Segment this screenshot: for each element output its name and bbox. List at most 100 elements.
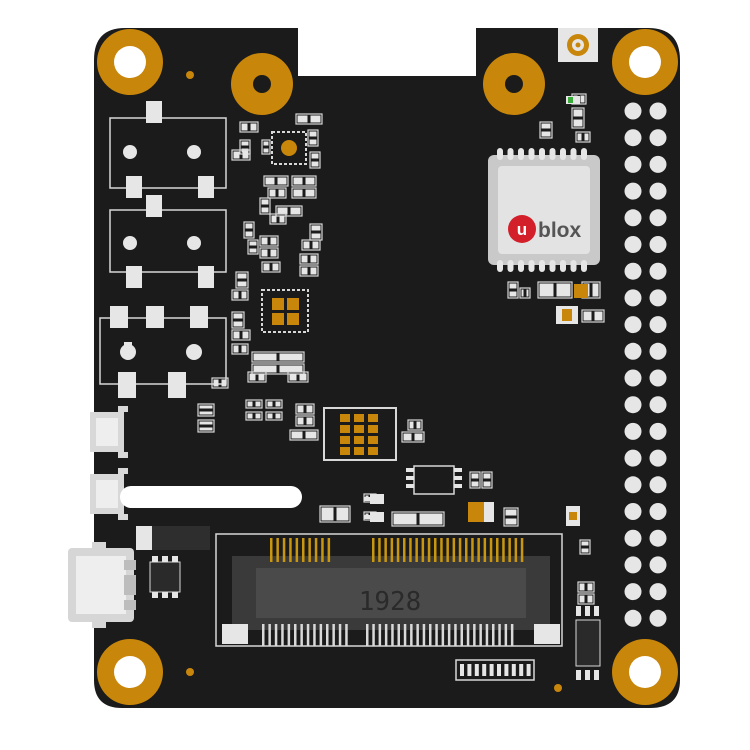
m2-pin-bottom — [466, 624, 470, 646]
module-pad — [549, 148, 556, 160]
connector-marking: 1928 — [359, 587, 422, 617]
fiducial-bottom-right — [554, 684, 562, 692]
passive-component — [267, 187, 287, 199]
m2-pin-bottom — [262, 624, 265, 646]
passive-component — [581, 309, 605, 323]
gpio-pin — [624, 262, 642, 280]
passive-component — [537, 281, 573, 299]
passive-component — [259, 235, 279, 247]
bga-ball — [354, 436, 364, 444]
bga-ball — [340, 425, 350, 433]
gpio-pin — [624, 449, 642, 467]
m2-pin-bottom — [391, 624, 394, 646]
m2-pin-top — [434, 538, 437, 562]
sot-transistor — [364, 494, 384, 504]
passive-component — [235, 271, 249, 289]
gpio-pin — [649, 209, 667, 227]
m2-pin-top — [471, 538, 474, 562]
m2-pin-top — [314, 538, 318, 562]
passive-component — [291, 187, 317, 199]
gpio-pin — [624, 396, 642, 414]
m2-pin-top — [496, 538, 499, 562]
passive-component — [319, 505, 351, 523]
module-pad — [539, 148, 545, 160]
passive-component — [243, 221, 255, 239]
m2-pin-top — [427, 538, 431, 562]
m2-pin-top — [452, 538, 456, 562]
schottky-diode — [136, 526, 210, 550]
m2-pin-top — [446, 538, 449, 562]
gpio-pin — [624, 556, 642, 574]
m2-pin-top — [308, 538, 311, 562]
passive-component — [231, 149, 251, 161]
m2-pin-bottom — [319, 624, 323, 646]
gpio-pin — [649, 129, 667, 147]
passive-component — [261, 139, 271, 155]
module-pad — [560, 260, 566, 272]
m2-pin-bottom — [345, 624, 348, 646]
m2-pin-top — [276, 538, 279, 562]
board-slot — [120, 486, 302, 508]
gpio-pin — [624, 209, 642, 227]
gpio-pin — [649, 503, 667, 520]
gpio-pin — [649, 316, 667, 334]
passive-component — [503, 507, 519, 527]
passive-component — [231, 343, 249, 355]
side-switch-upper — [90, 406, 128, 458]
gpio-pin — [624, 155, 642, 173]
gpio-pin — [624, 182, 642, 200]
module-pad — [518, 260, 524, 272]
micro-usb-connector — [68, 542, 136, 628]
passive-component — [263, 175, 289, 187]
header-pin — [497, 664, 501, 676]
passive-component — [481, 471, 493, 489]
m2-pin-top — [282, 538, 286, 562]
m2-pin-top — [384, 538, 387, 562]
module-brand-badge — [508, 215, 536, 243]
m2-pin-top — [483, 538, 487, 562]
m2-pin-bottom — [281, 624, 284, 646]
m2-pin-bottom — [498, 624, 501, 646]
m2-pin-top — [421, 538, 425, 562]
m2-pin-top — [502, 538, 505, 562]
bga-ball — [354, 447, 364, 455]
mounting-hole-bottom-right — [612, 639, 678, 705]
m2-pin-bottom — [473, 624, 476, 646]
passive-component — [251, 351, 305, 363]
bga-ball — [340, 414, 350, 422]
m2-pin-bottom — [447, 624, 451, 646]
fiducial-bottom-left — [186, 668, 194, 676]
bga-chip — [323, 407, 397, 461]
gpio-pin — [649, 449, 667, 467]
m2-pin-bottom — [294, 624, 297, 646]
bga-ball — [368, 436, 378, 444]
passive-component — [539, 121, 553, 139]
passive-component — [239, 121, 259, 133]
m2-pin-top — [514, 538, 518, 562]
m2-pin-bottom — [410, 624, 413, 646]
m2-pin-top — [465, 538, 468, 562]
module-pad — [518, 148, 524, 160]
m2-pin-top — [415, 538, 418, 562]
gpio-pin — [624, 583, 642, 601]
side-switch-lower — [90, 468, 128, 520]
passive-component — [579, 539, 591, 555]
gpio-pin — [649, 583, 667, 601]
m2-pin-top — [403, 538, 406, 562]
header-pin — [519, 664, 524, 676]
mounting-hole-top-left — [97, 29, 163, 95]
m2-pin-bottom — [510, 624, 514, 646]
fiducial-top — [186, 71, 194, 79]
module-pad — [497, 148, 503, 160]
m2-pin-bottom — [326, 624, 329, 646]
bga-ball — [354, 414, 364, 422]
gnss-module: u blox — [488, 148, 600, 272]
gpio-pin — [624, 609, 642, 627]
m2-pin-bottom — [422, 624, 426, 646]
gpio-pin — [649, 342, 667, 360]
mounting-hole-top-right — [612, 29, 678, 95]
module-pad — [528, 260, 535, 272]
passive-component — [247, 371, 267, 383]
passive-component — [299, 265, 319, 277]
gpio-pin — [624, 236, 642, 253]
